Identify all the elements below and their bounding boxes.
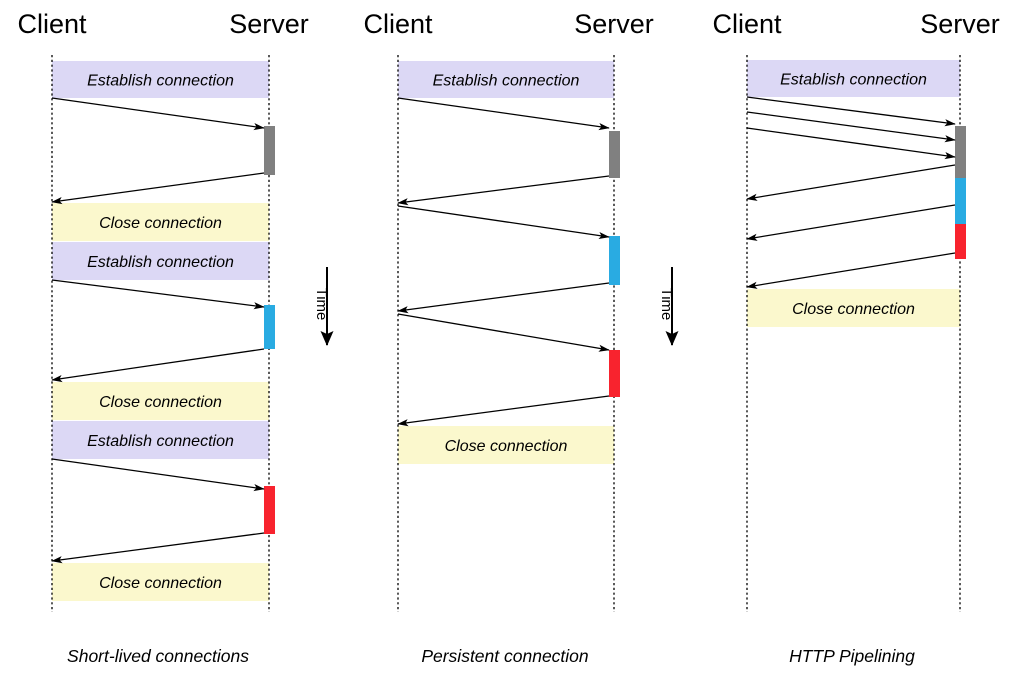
- message-arrow-to-client-4: [51, 348, 265, 383]
- panel-persistent-server-header: Server: [574, 9, 654, 39]
- time-axis-2: Time: [658, 267, 679, 346]
- band-label-establish-1: Establish connection: [87, 73, 234, 90]
- panel-short-lived-messages: [51, 97, 265, 564]
- band-close-2: [398, 426, 614, 464]
- panel-pipelining-messages: [746, 96, 956, 289]
- message-arrow-to-server-3: [397, 205, 610, 240]
- activation-bar-red-3: [955, 224, 966, 259]
- band-label-establish-3: Establish connection: [87, 254, 234, 271]
- band-label-close-2: Close connection: [792, 301, 915, 318]
- panel-short-lived-activation-bars: [264, 126, 275, 534]
- message-arrow-to-client-2: [397, 175, 610, 206]
- message-arrow-to-client-4: [397, 282, 610, 314]
- panel-persistent-client-header: Client: [363, 9, 433, 39]
- message-arrow-to-client-4: [746, 164, 956, 201]
- message-arrow-to-server-5: [51, 458, 265, 492]
- activation-bar-red-3: [609, 350, 620, 397]
- panel-short-lived-client-header: Client: [17, 9, 87, 39]
- activation-bar-blue-2: [264, 305, 275, 349]
- message-arrow-to-client-6: [397, 395, 610, 427]
- activation-bar-gray-1: [955, 126, 966, 178]
- message-arrow-to-client-6: [746, 252, 956, 289]
- message-arrow-to-server-2: [746, 111, 956, 143]
- time-axis-1: Time: [313, 267, 334, 346]
- activation-bar-blue-2: [609, 236, 620, 285]
- panel-short-lived-caption: Short-lived connections: [67, 646, 249, 666]
- band-establish-1: [747, 60, 960, 97]
- band-establish-3: [52, 242, 269, 280]
- band-label-close-2: Close connection: [99, 215, 222, 232]
- panel-persistent-caption: Persistent connection: [421, 646, 588, 666]
- band-close-2: [52, 203, 269, 241]
- panel-pipelining-server-header: Server: [920, 9, 1000, 39]
- activation-bar-red-3: [264, 486, 275, 534]
- activation-bar-blue-2: [955, 178, 966, 224]
- time-axis-1-label: Time: [313, 288, 330, 321]
- band-label-close-6: Close connection: [99, 575, 222, 592]
- message-arrow-to-server-1: [397, 97, 610, 131]
- message-arrow-to-client-2: [51, 172, 265, 205]
- message-arrow-to-server-5: [397, 313, 610, 352]
- band-establish-1: [398, 61, 614, 98]
- band-label-establish-1: Establish connection: [780, 72, 927, 89]
- panel-pipelining-activation-bars: [955, 126, 966, 259]
- time-axis-2-label: Time: [658, 288, 675, 321]
- panel-short-lived-server-header: Server: [229, 9, 309, 39]
- message-arrow-to-client-5: [746, 204, 956, 241]
- message-arrow-to-server-1: [746, 96, 956, 127]
- band-label-close-2: Close connection: [445, 438, 568, 455]
- band-close-4: [52, 382, 269, 420]
- activation-bar-gray-1: [609, 131, 620, 178]
- band-close-2: [747, 289, 960, 327]
- message-arrow-to-server-3: [51, 279, 265, 310]
- panel-pipelining-caption: HTTP Pipelining: [789, 646, 915, 666]
- message-arrow-to-client-6: [51, 532, 265, 564]
- band-close-6: [52, 563, 269, 601]
- activation-bar-gray-1: [264, 126, 275, 175]
- band-establish-1: [52, 61, 269, 98]
- panel-persistent-activation-bars: [609, 131, 620, 397]
- band-label-close-4: Close connection: [99, 394, 222, 411]
- panel-pipelining-client-header: Client: [712, 9, 782, 39]
- message-arrow-to-server-3: [746, 127, 956, 160]
- panel-persistent-messages: [397, 97, 610, 427]
- band-label-establish-5: Establish connection: [87, 433, 234, 450]
- band-establish-5: [52, 421, 269, 459]
- band-label-establish-1: Establish connection: [433, 73, 580, 90]
- message-arrow-to-server-1: [51, 97, 265, 131]
